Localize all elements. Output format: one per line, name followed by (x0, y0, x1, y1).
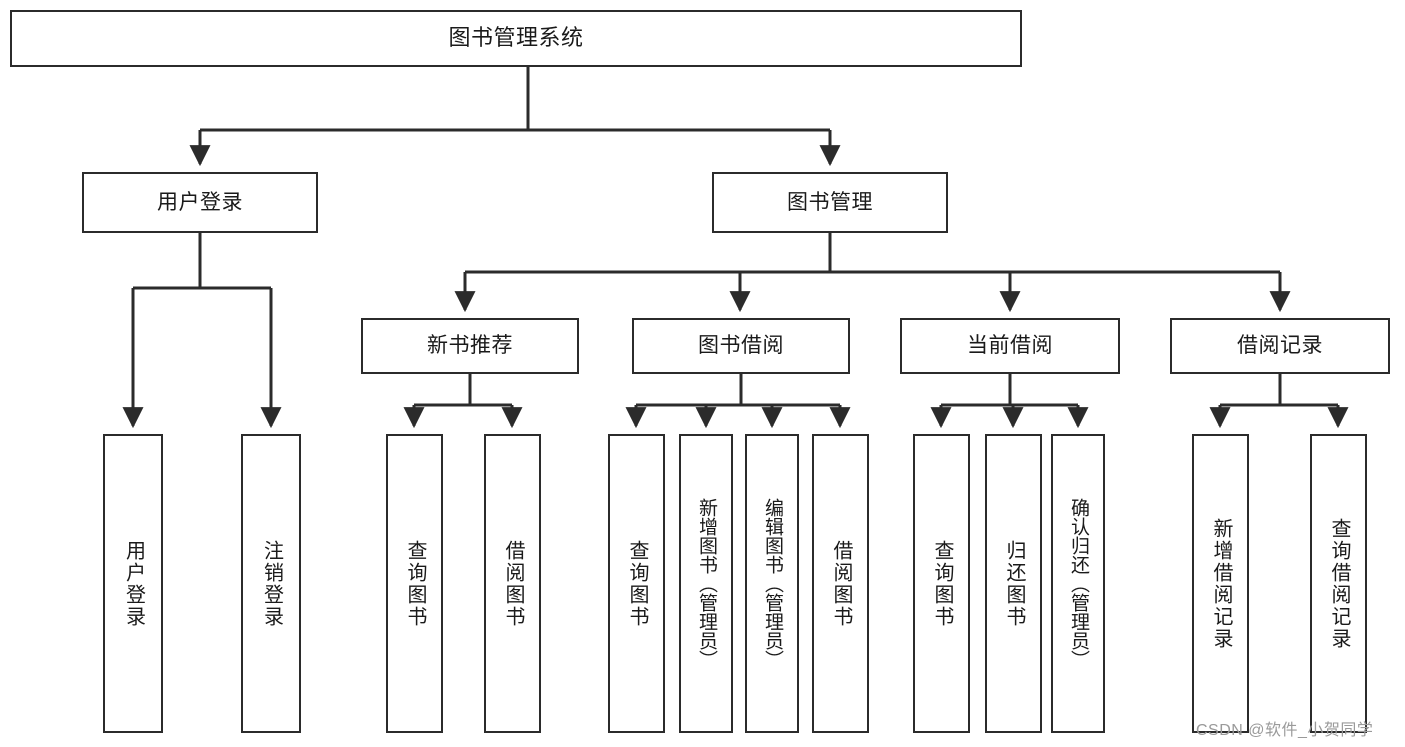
leaf-label: 查询图书 (931, 539, 953, 628)
leaf-label: 归还图书 (1003, 539, 1025, 628)
leaf-label: 确认归还（管理员） (1067, 498, 1089, 669)
leaf-label: 新增借阅记录 (1210, 517, 1232, 650)
leaf-confirm-return-admin[interactable]: 确认归还（管理员） (1051, 434, 1105, 733)
leaf-query-book-recommend[interactable]: 查询图书 (386, 434, 443, 733)
node-root[interactable]: 图书管理系统 (10, 10, 1022, 67)
node-new-book-recommend[interactable]: 新书推荐 (361, 318, 579, 374)
leaf-query-borrow-record[interactable]: 查询借阅记录 (1310, 434, 1367, 733)
leaf-user-login[interactable]: 用户登录 (103, 434, 163, 733)
leaf-label: 借阅图书 (502, 539, 524, 628)
csdn-watermark: CSDN @软件_小贺同学 (1196, 722, 1374, 739)
leaf-return-book[interactable]: 归还图书 (985, 434, 1042, 733)
leaf-label: 用户登录 (122, 539, 145, 628)
leaf-label: 注销登录 (260, 539, 283, 628)
leaf-add-book-admin[interactable]: 新增图书（管理员） (679, 434, 733, 733)
leaf-edit-book-admin[interactable]: 编辑图书（管理员） (745, 434, 799, 733)
leaf-label: 借阅图书 (830, 539, 852, 628)
node-book-borrow[interactable]: 图书借阅 (632, 318, 850, 374)
leaf-logout-login[interactable]: 注销登录 (241, 434, 301, 733)
leaf-query-book-current[interactable]: 查询图书 (913, 434, 970, 733)
leaf-borrow-book[interactable]: 借阅图书 (812, 434, 869, 733)
leaf-label: 编辑图书（管理员） (761, 498, 783, 669)
node-user-login[interactable]: 用户登录 (82, 172, 318, 233)
leaf-label: 新增图书（管理员） (695, 498, 717, 669)
node-current-borrow[interactable]: 当前借阅 (900, 318, 1120, 374)
leaf-label: 查询图书 (404, 539, 426, 628)
leaf-label: 查询借阅记录 (1328, 517, 1350, 650)
leaf-add-borrow-record[interactable]: 新增借阅记录 (1192, 434, 1249, 733)
leaf-query-book-borrow[interactable]: 查询图书 (608, 434, 665, 733)
node-borrow-record[interactable]: 借阅记录 (1170, 318, 1390, 374)
leaf-borrow-book-recommend[interactable]: 借阅图书 (484, 434, 541, 733)
node-book-management[interactable]: 图书管理 (712, 172, 948, 233)
leaf-label: 查询图书 (626, 539, 648, 628)
